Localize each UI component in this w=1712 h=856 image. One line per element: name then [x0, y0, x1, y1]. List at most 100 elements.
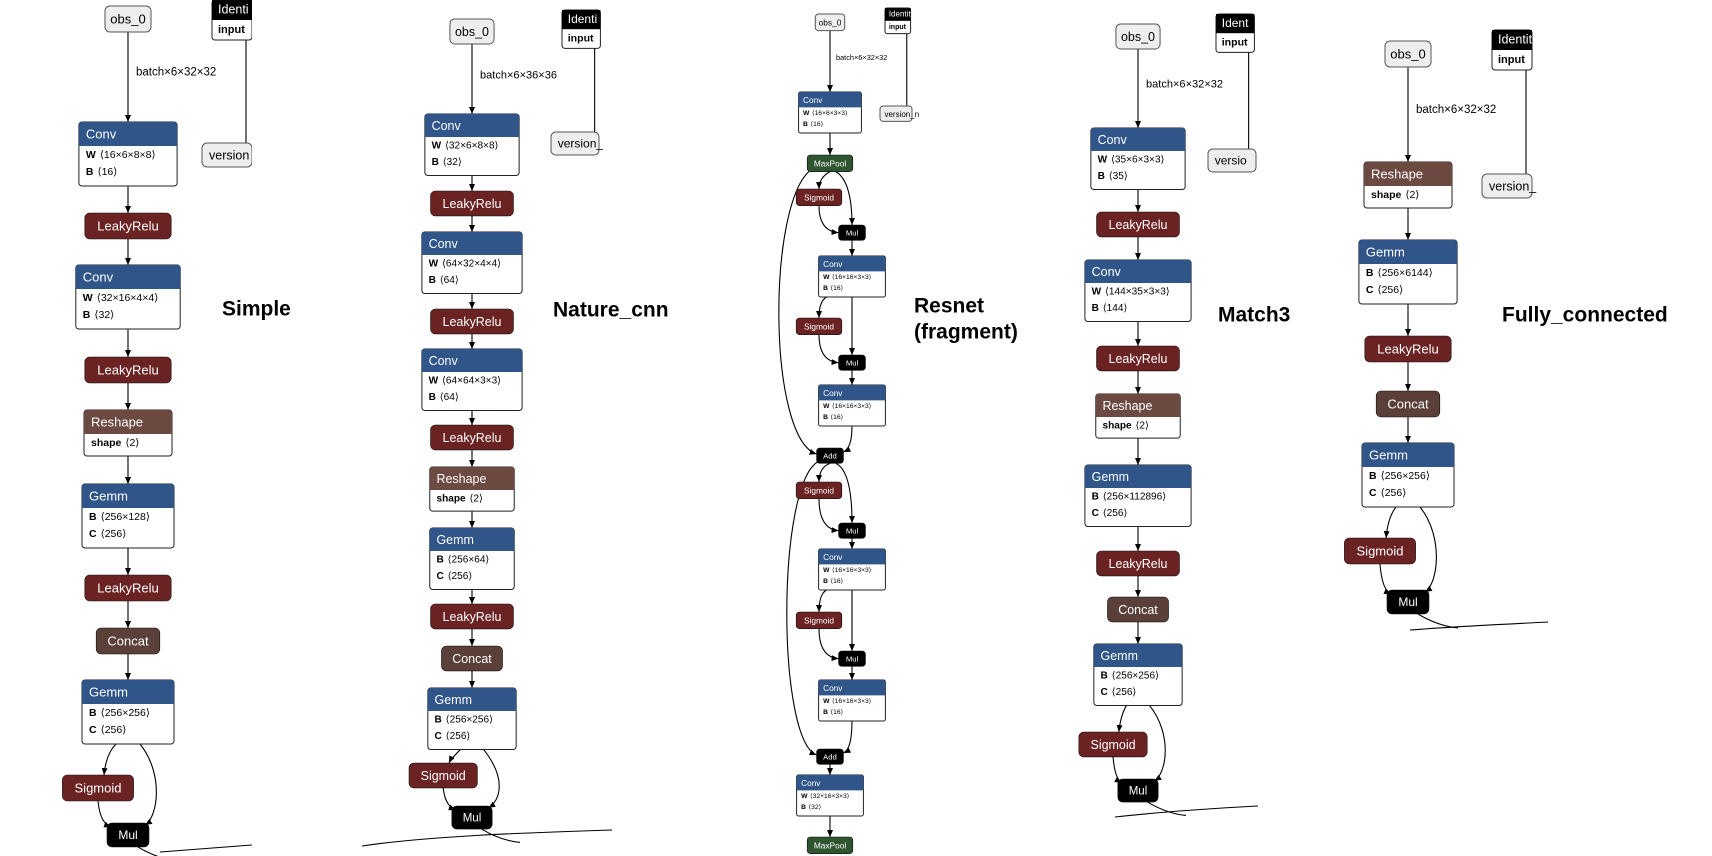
version-node[interactable]: version_ [550, 131, 603, 156]
node-title: Gemm [89, 488, 128, 503]
leakyrelu-node[interactable]: LeakyRelu [1096, 550, 1180, 577]
node-title: Mul [118, 828, 137, 842]
node-body [816, 447, 844, 464]
version-frame [879, 105, 913, 122]
edge [816, 462, 831, 483]
leakyrelu-node[interactable]: LeakyRelu [430, 308, 514, 335]
node-title: Conv [83, 269, 114, 284]
sigmoid-node[interactable]: Sigmoid [1344, 537, 1416, 565]
attribute-key: W [1098, 154, 1108, 165]
input-node[interactable]: obs_0 [104, 5, 152, 33]
leakyrelu-node[interactable]: LeakyRelu [430, 190, 514, 217]
edge-shape-label: batch×6×32×32 [1146, 78, 1223, 90]
maxpool-node[interactable]: MaxPool [806, 836, 854, 854]
node-attribute: B⟨16⟩ [823, 708, 844, 716]
add-node[interactable]: Add [816, 748, 844, 765]
leakyrelu-node[interactable]: LeakyRelu [84, 356, 172, 384]
version-node[interactable]: version [201, 142, 252, 168]
concat-node[interactable]: Concat [95, 627, 161, 655]
leakyrelu-node[interactable]: LeakyRelu [430, 424, 514, 451]
input-node-frame [104, 5, 152, 33]
leakyrelu-node[interactable]: LeakyRelu [84, 212, 172, 240]
maxpool-node[interactable]: MaxPool [806, 154, 854, 172]
mul-node[interactable]: Mul [1386, 589, 1430, 615]
attribute-value: ⟨256×128⟩ [101, 511, 150, 523]
mul-node[interactable]: Mul [838, 650, 866, 667]
node-header [429, 528, 515, 552]
node-attribute: B⟨256×256⟩ [89, 707, 150, 719]
input-node[interactable]: obs_0 [1115, 23, 1161, 50]
input-node[interactable]: obs_0 [814, 13, 846, 32]
leakyrelu-node[interactable]: LeakyRelu [84, 574, 172, 602]
sigmoid-node[interactable]: Sigmoid [795, 611, 843, 629]
input-node-frame [449, 18, 495, 45]
version-node[interactable]: version_ [1481, 173, 1537, 199]
sigmoid-node[interactable]: Sigmoid [795, 317, 843, 335]
mul-node[interactable]: Mul [451, 805, 493, 830]
output-edge [481, 828, 521, 844]
attribute-key: B [823, 709, 828, 716]
mul-node[interactable]: Mul [838, 354, 866, 371]
sigmoid-node[interactable]: Sigmoid [1078, 731, 1148, 758]
sigmoid-node[interactable]: Sigmoid [62, 774, 134, 802]
mul-node[interactable]: Mul [106, 822, 150, 848]
node-attribute: B⟨16⟩ [823, 413, 844, 421]
sigmoid-node[interactable]: Sigmoid [795, 481, 843, 499]
node-title: Sigmoid [804, 193, 834, 203]
sigmoid-node[interactable]: Sigmoid [408, 762, 478, 789]
node-title: Reshape [91, 414, 143, 429]
concat-node[interactable]: Concat [1375, 390, 1441, 418]
version-node[interactable]: version_n [879, 105, 919, 122]
node-body [430, 424, 514, 451]
identity-header [562, 10, 601, 30]
input-node[interactable]: obs_0 [1384, 40, 1432, 68]
version-node[interactable]: versio [1207, 148, 1257, 173]
mul-node[interactable]: Mul [1117, 778, 1159, 803]
leakyrelu-node[interactable]: LeakyRelu [1096, 211, 1180, 238]
leakyrelu-node[interactable]: LeakyRelu [1364, 335, 1452, 363]
node-body [806, 154, 854, 172]
sigmoid-node[interactable]: Sigmoid [795, 188, 843, 206]
offscreen-edge [1114, 805, 1259, 818]
mul-node[interactable]: Mul [838, 224, 866, 241]
add-node[interactable]: Add [816, 447, 844, 464]
node-header [82, 484, 174, 508]
leakyrelu-node[interactable]: LeakyRelu [430, 603, 514, 630]
mul-node[interactable]: Mul [838, 522, 866, 539]
input-node[interactable]: obs_0 [449, 18, 495, 45]
concat-node[interactable]: Concat [441, 645, 503, 672]
leakyrelu-node[interactable]: LeakyRelu [1096, 345, 1180, 372]
concat-node[interactable]: Concat [1107, 596, 1169, 623]
